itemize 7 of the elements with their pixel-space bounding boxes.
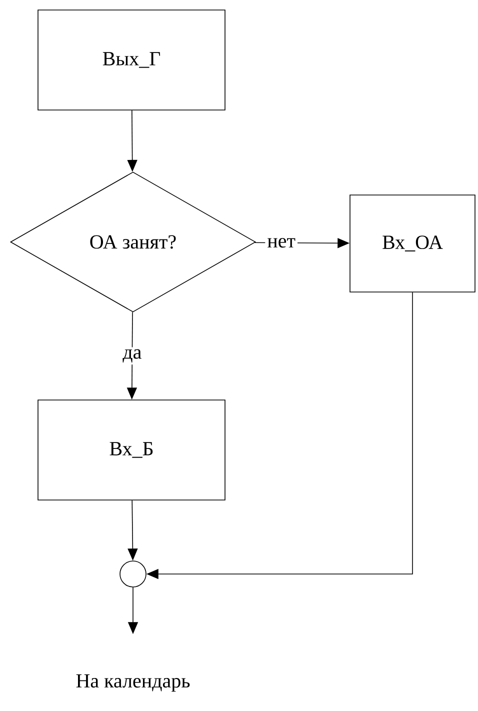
edge-label: да [120,347,144,364]
process-box: Вых_Г [38,10,226,110]
process-box: Вх_Б [38,400,226,500]
edge-label: нет [265,236,298,250]
connector-circle [120,560,146,588]
process-box: Вх_ОА [350,194,476,292]
output-label: На календарь [76,674,190,692]
